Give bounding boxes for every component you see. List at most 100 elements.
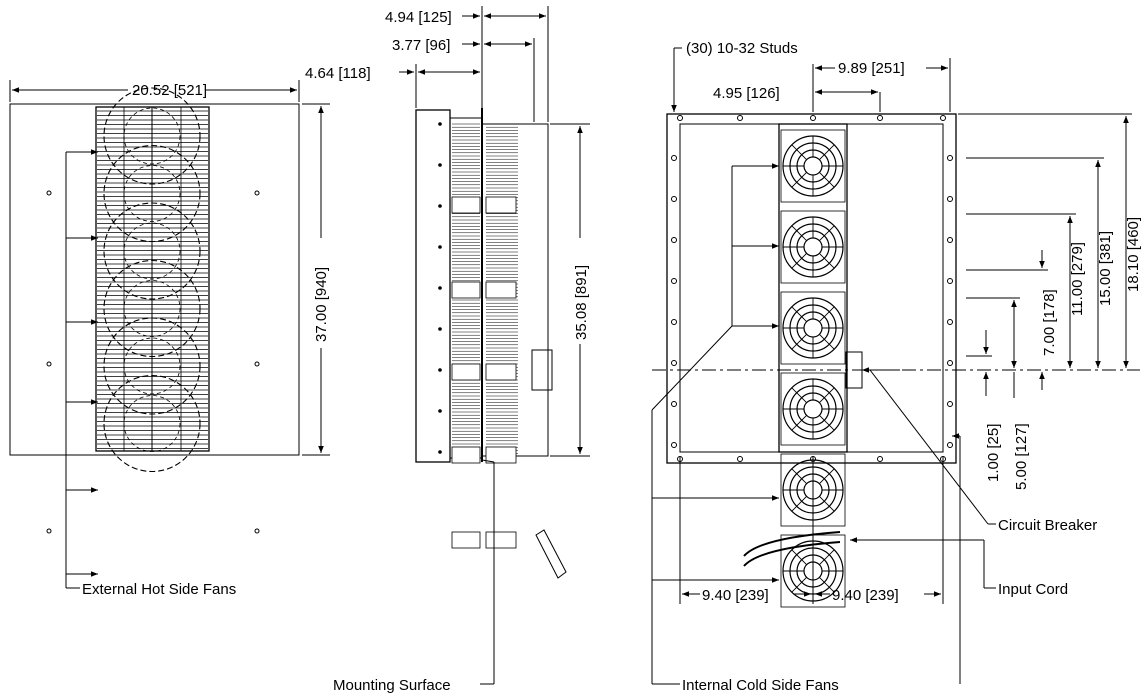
dim-7-00-label: 7.00 [178] bbox=[1041, 289, 1058, 356]
side-stud bbox=[438, 409, 442, 413]
mounting-stud bbox=[671, 155, 677, 161]
cold-fans-leader: Internal Cold Side Fans bbox=[651, 163, 961, 694]
side-stud bbox=[438, 122, 442, 126]
mounting-stud bbox=[940, 115, 946, 121]
mounting-surface-leader: Mounting Surface bbox=[333, 459, 495, 694]
front-view: 20.52 [521] 37.00 [940] External Hot Sid… bbox=[9, 80, 330, 598]
side-depth-total-label: 4.94 [125] bbox=[385, 9, 452, 26]
side-input-cord bbox=[535, 529, 567, 579]
cold-fan-frame bbox=[780, 291, 846, 365]
hot-fans-label: External Hot Side Fans bbox=[82, 581, 236, 598]
cold-fan-frame bbox=[780, 372, 846, 446]
side-stud bbox=[438, 327, 442, 331]
side-view: 4.94 [125] 3.77 [96] 4.64 [118] 35.08 [8… bbox=[305, 6, 590, 694]
cold-fan-spoke bbox=[819, 387, 835, 403]
cold-fan-frame bbox=[780, 129, 846, 203]
side-fan-bracket bbox=[451, 363, 481, 381]
dim-1-00-label: 1.00 [25] bbox=[985, 424, 1002, 482]
cold-fan-spoke bbox=[791, 225, 807, 241]
front-panel-outline bbox=[9, 103, 300, 456]
hot-side-fan bbox=[103, 259, 201, 358]
dim-11-00-label: 11.00 [279] bbox=[1069, 242, 1086, 316]
cold-fan-frame bbox=[780, 210, 846, 284]
bottom-right-dim-label: 9.40 [239] bbox=[832, 587, 899, 604]
cold-fan-spoke bbox=[819, 468, 835, 484]
hot-side-fan bbox=[103, 87, 201, 185]
rear-view: (30) 10-32 Studs 9.89 [251] 4.95 [126] bbox=[651, 40, 1142, 694]
hot-side-fan-hub bbox=[123, 165, 181, 222]
side-stud bbox=[438, 163, 442, 167]
cold-fan-spoke bbox=[819, 306, 835, 322]
mounting-stud bbox=[947, 360, 953, 366]
hot-side-fan-grille bbox=[95, 87, 210, 473]
rear-studs bbox=[671, 115, 953, 462]
cold-fan-spoke bbox=[791, 468, 807, 484]
mounting-stud bbox=[671, 196, 677, 202]
mounting-stud bbox=[947, 278, 953, 284]
side-fan-bracket bbox=[485, 281, 517, 299]
dim-15-00-label: 15.00 [381] bbox=[1097, 231, 1114, 306]
input-cord-curve-2 bbox=[743, 541, 841, 567]
dim-18-10-label: 18.10 [460] bbox=[1125, 217, 1142, 292]
rear-right-dimensions: 18.10 [460] 15.00 [381] 11.00 [279] 7.00… bbox=[958, 113, 1142, 490]
side-fan-bracket bbox=[485, 363, 517, 381]
front-height-label: 37.00 [940] bbox=[313, 267, 330, 342]
rear-top-dimensions: (30) 10-32 Studs 9.89 [251] 4.95 [126] bbox=[671, 40, 951, 112]
mounting-stud bbox=[810, 115, 816, 121]
cold-fan-spoke bbox=[819, 577, 835, 593]
mounting-stud bbox=[947, 196, 953, 202]
mounting-stud bbox=[671, 360, 677, 366]
side-fan-bracket bbox=[485, 446, 517, 464]
side-outer-body bbox=[415, 109, 451, 463]
cold-fan-guard-ring bbox=[803, 318, 823, 338]
side-depth-dimensions: 4.94 [125] 3.77 [96] 4.64 [118] bbox=[305, 6, 549, 122]
cold-side-fan-column bbox=[778, 123, 848, 608]
cold-fan-spoke bbox=[791, 306, 807, 322]
front-width-dimension: 20.52 [521] bbox=[9, 80, 300, 102]
stud-offset-label: 4.95 [126] bbox=[713, 85, 780, 102]
cold-fan-spoke bbox=[791, 496, 807, 512]
cold-fan-spoke bbox=[819, 172, 835, 188]
side-stud bbox=[438, 368, 442, 372]
cold-fan-spoke bbox=[791, 387, 807, 403]
side-fan-bracket bbox=[451, 196, 481, 214]
mounting-stud bbox=[671, 278, 677, 284]
side-stud bbox=[438, 245, 442, 249]
cold-fan-spoke bbox=[819, 496, 835, 512]
side-depth-internal-label: 3.77 [96] bbox=[392, 37, 450, 54]
dim-5-00-label: 5.00 [127] bbox=[1013, 423, 1030, 490]
front-width-label: 20.52 [521] bbox=[132, 82, 207, 99]
input-cord-label: Input Cord bbox=[998, 581, 1068, 598]
hot-side-fan-hub bbox=[123, 222, 181, 280]
mounting-stud bbox=[947, 401, 953, 407]
cold-fan-spoke bbox=[819, 253, 835, 269]
side-fins bbox=[438, 122, 518, 549]
circuit-breaker-label: Circuit Breaker bbox=[998, 517, 1097, 534]
rear-bottom-dimensions: 9.40 [239] 9.40 [239] bbox=[679, 456, 944, 604]
side-stud bbox=[438, 286, 442, 290]
cold-fan-spoke bbox=[819, 144, 835, 160]
side-fan-bracket bbox=[485, 196, 517, 214]
cold-fan-spoke bbox=[791, 415, 807, 431]
front-height-dimension: 37.00 [940] bbox=[302, 103, 330, 456]
studs-label: (30) 10-32 Studs bbox=[686, 40, 798, 57]
cold-fan-guard-ring bbox=[803, 156, 823, 176]
mounting-stud bbox=[877, 456, 883, 462]
mounting-stud bbox=[737, 456, 743, 462]
side-fan-bracket bbox=[485, 531, 517, 549]
breaker-leader: Circuit Breaker bbox=[862, 367, 1097, 534]
cold-fan-guard-ring bbox=[803, 399, 823, 419]
cold-fan-spoke bbox=[791, 253, 807, 269]
hot-side-fan-hub bbox=[123, 107, 181, 165]
mounting-stud bbox=[671, 442, 677, 448]
hot-side-fan bbox=[103, 202, 201, 300]
rear-inner-gasket bbox=[679, 123, 944, 453]
mounting-stud bbox=[671, 401, 677, 407]
mounting-stud bbox=[947, 237, 953, 243]
cold-fan-spoke bbox=[791, 549, 807, 565]
mounting-stud bbox=[677, 115, 683, 121]
cold-fan-spoke bbox=[819, 415, 835, 431]
side-depth-external-label: 4.64 [118] bbox=[305, 65, 371, 82]
cold-fan-spoke bbox=[819, 334, 835, 350]
